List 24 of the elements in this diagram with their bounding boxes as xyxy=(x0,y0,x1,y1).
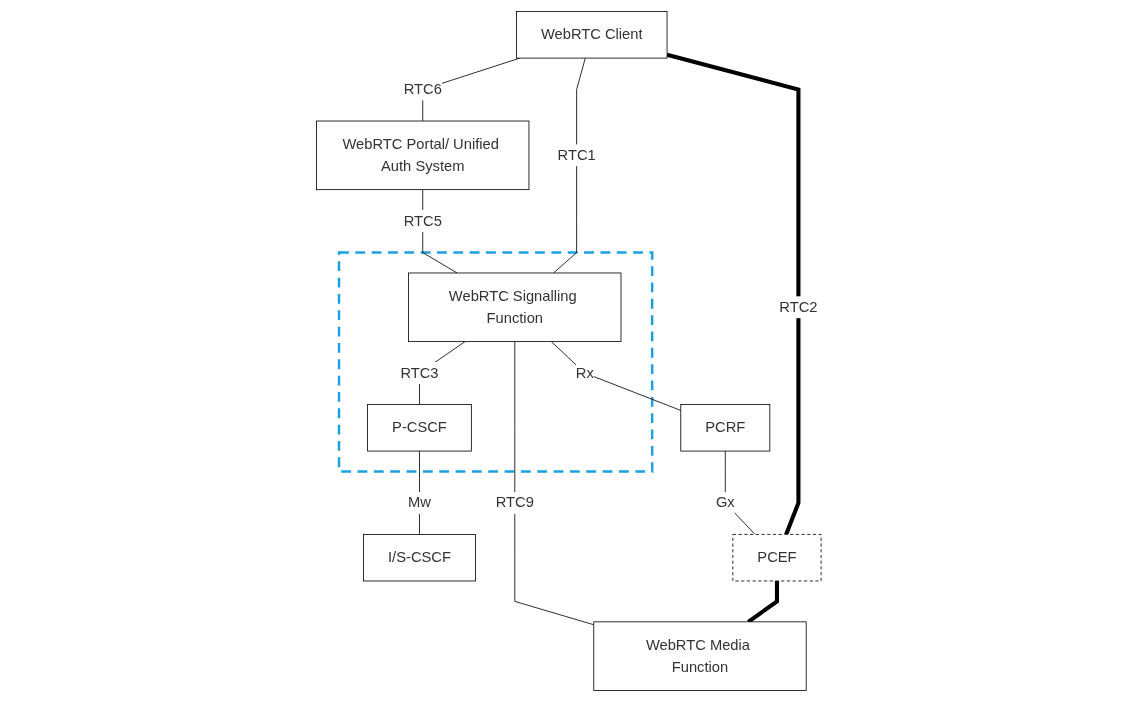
node-box: WebRTC Client xyxy=(515,11,668,59)
edge-label: Gx xyxy=(715,494,735,511)
connector xyxy=(550,341,681,411)
edge-label: RTC1 xyxy=(557,146,596,164)
connector xyxy=(666,52,801,536)
connector xyxy=(552,57,586,274)
node-box: WebRTC Signalling Function xyxy=(407,272,622,342)
edge-label: RTC9 xyxy=(495,494,534,511)
connector xyxy=(514,341,594,626)
connector xyxy=(724,450,756,535)
node-box: WebRTC Media Function xyxy=(593,621,807,691)
node-box: WebRTC Portal/ Unified Auth System xyxy=(315,120,530,191)
edge-label: Rx xyxy=(575,364,594,381)
edge-label: RTC6 xyxy=(403,80,442,98)
edge-label: RTC5 xyxy=(403,212,442,229)
node-box: I/S-CSCF xyxy=(362,534,476,582)
node-box: PCEF xyxy=(732,534,822,582)
connector xyxy=(418,450,420,535)
edge-label: RTC3 xyxy=(400,364,439,381)
cluster xyxy=(337,251,654,473)
node-box: PCRF xyxy=(680,404,770,452)
node-box: P-CSCF xyxy=(366,404,472,452)
edge-label: RTC2 xyxy=(779,298,818,316)
edge-label: Mw xyxy=(407,494,431,511)
